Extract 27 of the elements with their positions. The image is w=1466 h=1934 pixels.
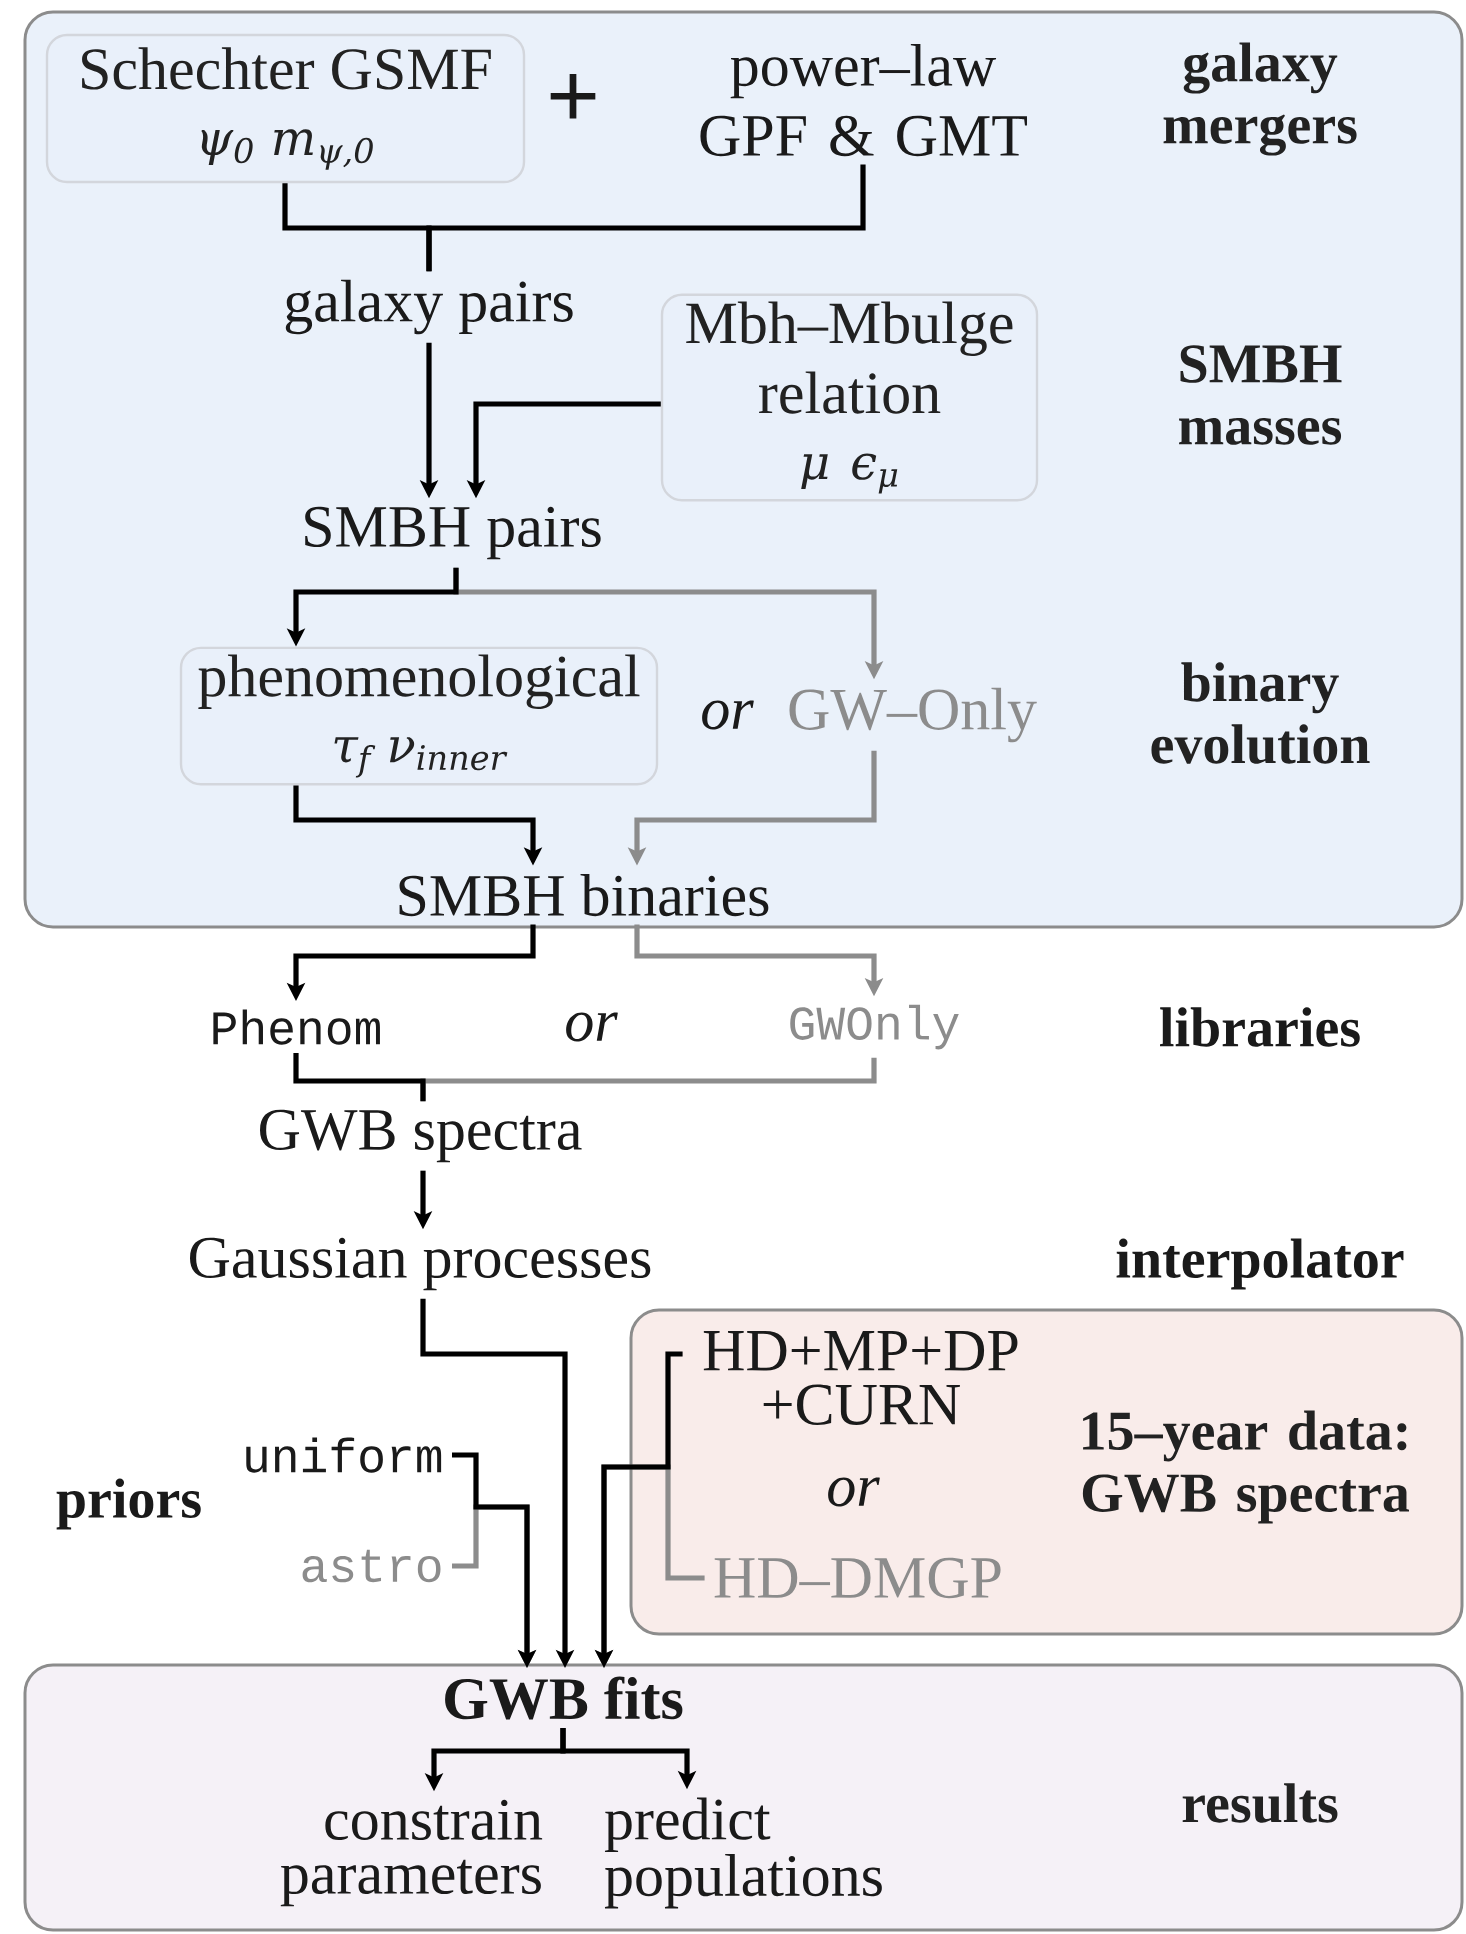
step-label: constrain parameters: [280, 1799, 543, 1907]
step-label: Gaussian processes: [190, 1237, 651, 1291]
step-label: HD+MP+DP +CURN: [703, 1331, 1018, 1425]
section-label: libraries: [1160, 1007, 1360, 1047]
section-label: interpolator: [1116, 1238, 1404, 1290]
connector-line: [426, 164, 866, 272]
or-label: or: [566, 1012, 618, 1042]
section-label: priors: [56, 1478, 201, 1530]
step-label: GWOnly: [790, 1004, 959, 1050]
parameter-box: phenomenological τ$_{f}$ ν$_{inner}$: [179, 646, 659, 786]
step-label: GW–Only: [789, 687, 1037, 743]
step-label: HD–DMGP: [714, 1557, 1001, 1599]
step-label: Phenom: [213, 1009, 380, 1045]
step-label: galaxy pairs: [285, 279, 573, 335]
plus-sign: +: [550, 73, 596, 119]
step-label: GWB fits: [445, 1676, 683, 1720]
connector-line: [293, 1053, 426, 1102]
step-label: predict populations: [605, 1797, 882, 1909]
step-label: uniform: [246, 1437, 442, 1473]
or-label: or: [828, 1477, 880, 1507]
parameter-box: Schechter GSMF ψ$_{0}$ m$_{ψ,0}$: [45, 33, 526, 184]
step-label: SMBH pairs: [305, 506, 601, 560]
step-label: astro: [302, 1549, 441, 1583]
step-label: GWB spectra: [260, 1109, 582, 1163]
step-label: power–law GPF & GMT: [700, 43, 1027, 157]
parameter-box: Mbh–Mbulge relation μ ϵ$_{μ}$: [660, 293, 1039, 502]
step-label: SMBH binaries: [399, 873, 769, 917]
